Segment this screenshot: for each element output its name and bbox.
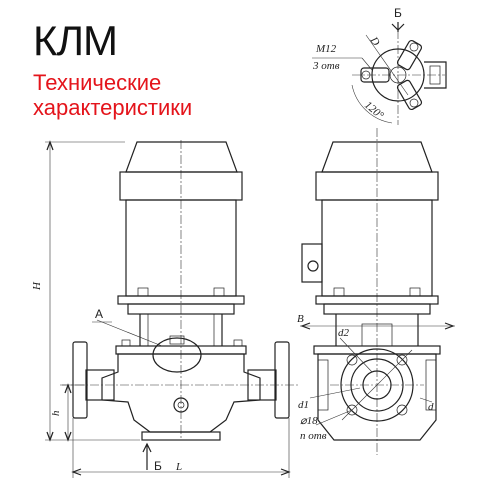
side-terminal-gland <box>307 260 319 272</box>
leader-a <box>96 319 163 347</box>
dim-d-diagonal <box>341 349 413 421</box>
front-dimensions <box>45 140 291 478</box>
label-a: А <box>95 307 103 321</box>
detail-bolt-hole-3 <box>361 70 371 80</box>
label-d2: d2 <box>338 327 350 339</box>
leader-d <box>419 397 433 403</box>
dim-l-arrow-right <box>280 468 291 476</box>
side-view <box>300 128 455 455</box>
detail-bolt-hole-2 <box>409 98 419 108</box>
side-left-stud <box>317 359 329 411</box>
leader-phi18 <box>315 409 353 426</box>
label-dim-B: B <box>297 313 304 325</box>
label-section-b: Б <box>394 6 402 20</box>
front-drain-plug-inner <box>177 401 185 409</box>
side-lantern-top <box>323 303 431 315</box>
dim-h-arrow-bottom <box>46 431 54 442</box>
front-right-flange <box>274 341 290 419</box>
section-mark-arrow <box>391 23 405 31</box>
side-bolt-hole-3 <box>346 404 358 416</box>
front-housing-bolt-1 <box>121 339 131 347</box>
side-bolt-hole-2 <box>396 354 408 366</box>
detail-lug-2 <box>396 79 423 111</box>
side-bolt-hole-4 <box>396 404 408 416</box>
front-flange-bolt-1 <box>137 287 149 297</box>
label-m12: M12 <box>315 43 337 55</box>
dim-h-arrow-top <box>46 140 54 151</box>
section-b-arrow-head <box>142 442 152 453</box>
leader-d1 <box>309 387 361 399</box>
front-flange-bolt-2 <box>213 287 225 297</box>
page-subtitle-line1: Технические <box>33 70 162 95</box>
front-left-flange <box>72 341 88 419</box>
label-dim-h: h <box>50 410 62 416</box>
front-housing-bolt-2 <box>233 339 243 347</box>
flange-detail-view <box>312 22 447 125</box>
label-d-small: d <box>428 401 434 413</box>
front-lantern-top <box>127 303 235 315</box>
front-coupling-detail-a <box>152 337 202 373</box>
detail-lug-3 <box>360 67 390 83</box>
side-right-stud <box>425 359 437 411</box>
d-dimension-line <box>365 34 409 96</box>
detail-side-port-inner <box>429 65 441 85</box>
label-phi18: ⌀18 <box>300 415 318 427</box>
dim-small-h-arrow-top <box>64 383 72 394</box>
dim-l-arrow-left <box>71 468 82 476</box>
angle-arc <box>351 84 393 124</box>
label-3-holes: 3 отв <box>312 60 340 72</box>
label-section-b-arrow: Б <box>154 459 162 473</box>
front-view <box>60 140 300 441</box>
label-d1: d1 <box>298 399 309 411</box>
front-drain-plug <box>173 397 189 413</box>
label-dim-H: H <box>31 281 43 291</box>
detail-center-circle <box>389 66 407 84</box>
page-subtitle-line2: характеристики <box>33 95 193 120</box>
label-angle-120: 120° <box>362 99 386 122</box>
detail-lug-1 <box>396 39 423 71</box>
side-flange-bolt-1 <box>333 287 345 297</box>
page-title: КЛМ <box>33 17 118 64</box>
dim-b-arrow-right <box>444 322 455 330</box>
side-terminal-box <box>301 243 323 283</box>
detail-side-port <box>424 61 447 89</box>
dim-b-arrow-left <box>300 322 311 330</box>
front-coupling-key <box>169 335 185 345</box>
dim-small-h-arrow-bottom <box>64 431 72 442</box>
detail-bolt-hole-1 <box>409 42 419 52</box>
label-dim-L: L <box>175 461 182 473</box>
label-d-upper: D <box>367 34 382 48</box>
label-n-holes: n отв <box>300 430 327 442</box>
leader-d2 <box>339 337 373 373</box>
side-bolt-hole-1 <box>346 354 358 366</box>
detail-flange-circle <box>371 48 425 102</box>
side-pump-body <box>317 353 437 441</box>
front-motor-cap <box>125 141 238 173</box>
side-flange-bolt-2 <box>409 287 421 297</box>
m12-leader <box>361 57 373 71</box>
front-base-foot <box>141 431 221 441</box>
